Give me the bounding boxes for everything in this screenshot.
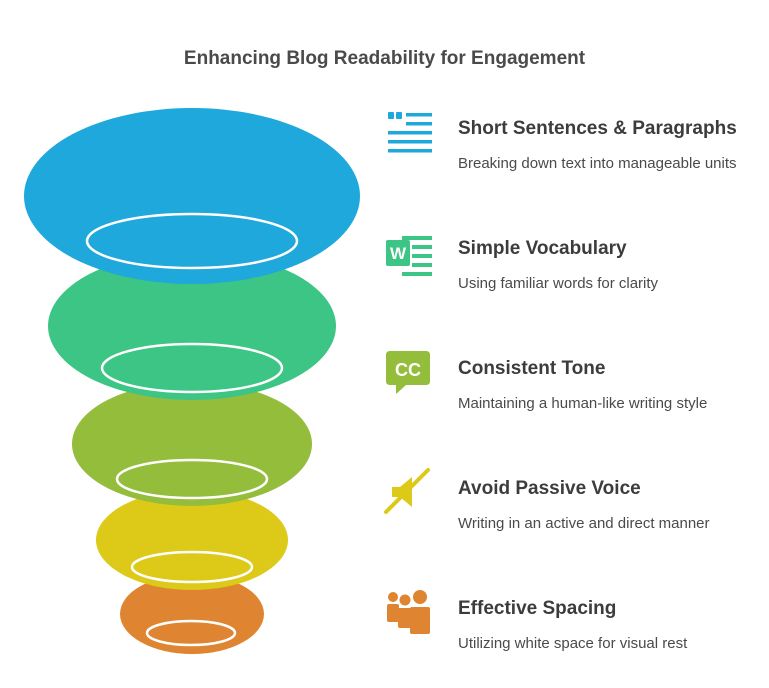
- list-item-simple-vocabulary: W Simple Vocabulary Using familiar words…: [380, 228, 765, 328]
- closed-captions-icon: CC: [382, 348, 434, 400]
- item-title: Simple Vocabulary: [458, 238, 627, 259]
- item-description: Writing in an active and direct manner: [458, 515, 710, 532]
- item-title: Short Sentences & Paragraphs: [458, 118, 737, 139]
- svg-text:CC: CC: [395, 360, 421, 380]
- item-description: Utilizing white space for visual rest: [458, 635, 688, 652]
- list-item-effective-spacing: Effective Spacing Utilizing white space …: [380, 588, 765, 688]
- funnel-level-1: [24, 108, 360, 284]
- item-title: Consistent Tone: [458, 358, 606, 379]
- funnel-level-4: [96, 490, 288, 590]
- item-description: Breaking down text into manageable units: [458, 155, 737, 172]
- item-description: Maintaining a human-like writing style: [458, 395, 708, 412]
- muted-speaker-icon: [382, 468, 434, 520]
- item-title: Avoid Passive Voice: [458, 478, 641, 499]
- page-title: Enhancing Blog Readability for Engagemen…: [183, 48, 586, 69]
- list-item-short-sentences: Short Sentences & Paragraphs Breaking do…: [380, 108, 765, 208]
- item-title: Effective Spacing: [458, 598, 617, 619]
- list-item-avoid-passive-voice: Avoid Passive Voice Writing in an active…: [380, 468, 765, 568]
- word-document-icon: W: [382, 228, 434, 280]
- people-group-icon: [382, 588, 434, 640]
- svg-text:W: W: [390, 244, 407, 263]
- funnel-level-2: [48, 252, 336, 400]
- list-item-consistent-tone: CC Consistent Tone Maintaining a human-l…: [380, 348, 765, 448]
- quote-text-icon: [382, 108, 434, 160]
- funnel-level-5: [120, 574, 264, 654]
- item-description: Using familiar words for clarity: [458, 275, 659, 292]
- funnel-level-3: [72, 382, 312, 506]
